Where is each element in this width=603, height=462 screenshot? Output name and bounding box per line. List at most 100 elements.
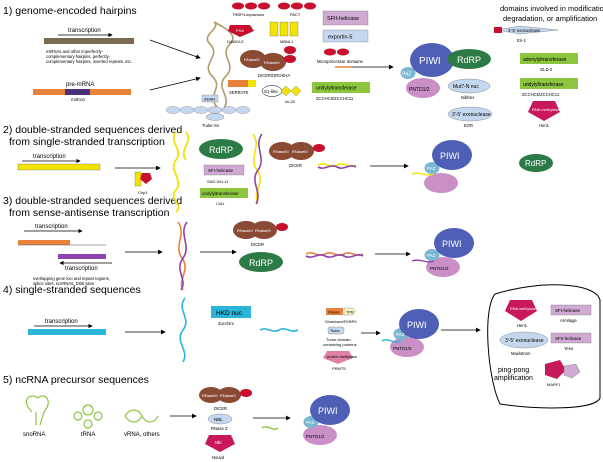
pntd-label-5: PNTD1/2 [306,434,325,439]
chp1-label: Chp1 [138,190,148,195]
transcription-label-1: transcription [68,28,101,34]
sfi-helicase-label-1: SFI-helicase [208,168,234,173]
dicer-complex-5 [199,387,252,403]
uridylyl-label-3: uridylyltransferase [202,191,239,196]
drosha-complex [240,46,296,71]
snorna-label: snoRNA [23,432,45,438]
rnaseiii-d: RNaseIII [292,149,308,154]
dicer-complex-3 [233,221,288,239]
sf2-helicase-label: SFII-helicase [327,16,359,22]
nibbler-label: Nibbler [461,95,475,100]
dawdle-label: DAWDLE [227,39,244,44]
overlap-note-2: splice sites, scnRNAs, DSB sites [33,281,94,286]
piwi-complex-1 [400,43,454,98]
paz-label-3: PAZ [427,253,436,258]
transcription-label-3b: transcription [65,266,98,272]
ssrna-2 [172,131,180,213]
rdrp-label-2: RdRP [209,145,233,155]
rdrp-2b [519,154,553,172]
hen1-methylase-label-2: RNA methylase [510,307,536,311]
rnaseiii-e: RNaseIII [237,228,253,233]
mael-exo-oval [499,331,549,349]
piwi-label-3: PIWI [442,239,462,249]
zcchc-label-1: ZCCHC6/ZCCHC11 [316,96,354,101]
trbp-dsrbds [232,2,270,10]
nbr-pentagon [205,435,235,452]
yeso-label: Yeso [564,346,574,351]
rnaseiii-b: RNaseIII [264,60,280,65]
egr-label: EGR [464,123,473,128]
exportin-box [322,29,369,43]
sfi-helicase-label-2: SFI-helicase [555,308,581,313]
mirtron-label: mirtron [71,97,85,102]
dsrna-2 [252,133,261,205]
sad-label: SAD-3/H-11 [207,179,229,184]
sense-bar [18,240,70,245]
uridylyl-box-3 [200,188,248,198]
prmt5-pentagon [323,351,353,364]
zcchc-label-2: ZCCHC6/ZCCHC11 [522,92,560,97]
gene-4 [28,329,106,335]
pntd-label-3: PNTD1/2 [430,266,449,271]
section-2-title: 2) double-stranded sequences derived [3,124,182,136]
transcription-label-2: transcription [33,154,66,160]
exportin-label: exportin-5 [328,35,352,41]
right-header-line1: domains involved in modification, [500,4,603,13]
zucchini-label: Zucchini [218,321,234,326]
section-1-title: 1) genome-encoded hairpins [3,5,137,17]
rdrp-label-3: RdRP [249,258,273,268]
eri1-shape [495,25,559,35]
rdrp-label-2b: RdRP [525,159,546,168]
adar-box [201,94,219,103]
mut7-oval [447,78,491,94]
antisense-bar [58,254,106,259]
lin28-label: lin-28 [285,99,296,104]
rdrp-label-right: RdRP [457,55,481,65]
piwi-complex-5 [303,395,350,445]
hairpin-gene [44,38,134,44]
mut7-label: Mut7-N nuc [453,84,479,90]
exo-label-2: 3'-5' exonuclease [452,112,491,118]
sf2-helicase-box-2 [550,332,592,344]
sf2-helicase-box [322,10,369,26]
adenylyl-box [520,53,578,64]
marf1-label: MARF1 [547,382,561,387]
shutdown-label: Shutdown/FKBP6 [325,319,357,324]
dicer-complex-2 [269,142,325,160]
tudor-box [327,326,345,335]
nouvd-label: Nouvd [212,455,225,460]
s1-like-label: S1-like [264,89,278,94]
gene-2 [17,163,101,171]
trna-label: tRNA [81,432,95,438]
mirna-note-3: complementary hairpins, inverted repeats… [46,59,132,64]
gld2-label: GLD-2 [540,67,553,72]
rdrp-right [447,49,491,69]
mirna-note-2: complementary hairpins, perfectly- [46,54,111,59]
snorna-icon [25,395,49,426]
ssrna-4 [179,297,187,363]
paz-label-2: PAZ [427,166,436,171]
maelstrom-label: Maelstrom [511,351,531,356]
exo-oval-2 [447,106,493,122]
pingpong-box [487,284,601,409]
nbr-label: Nbr [215,440,222,445]
piwi-complex-2 [424,140,472,193]
tudor-prot-1: Tudor domain- [326,337,353,342]
fha-label: FHA [236,28,244,33]
dicer-label-5: DICER [214,406,227,411]
fha-pentagon [228,25,254,37]
nbl-label: NBL [214,417,223,422]
rnaseiii-h: RNaseIII [220,393,236,398]
cid1-label: Cid1 [216,201,225,206]
overlap-note-1: overlapping gene loci and repeat regions… [33,276,110,281]
tudor-label: Tudor [330,329,341,333]
section-5-title: 5) ncRNA precursor sequences [3,374,149,386]
vrna-label: vRNA, others [124,432,160,438]
piwi-complex-3 [424,228,474,277]
rnaseiii-g: RNaseIII [202,393,218,398]
protein-methylase-label: protein methylase [327,355,357,359]
eri1-label: Eri-1 [517,38,527,43]
mbnl-boxes [269,21,299,37]
rdrp-2 [199,139,243,159]
rnaseiii-a: RNaseIII [244,57,260,62]
